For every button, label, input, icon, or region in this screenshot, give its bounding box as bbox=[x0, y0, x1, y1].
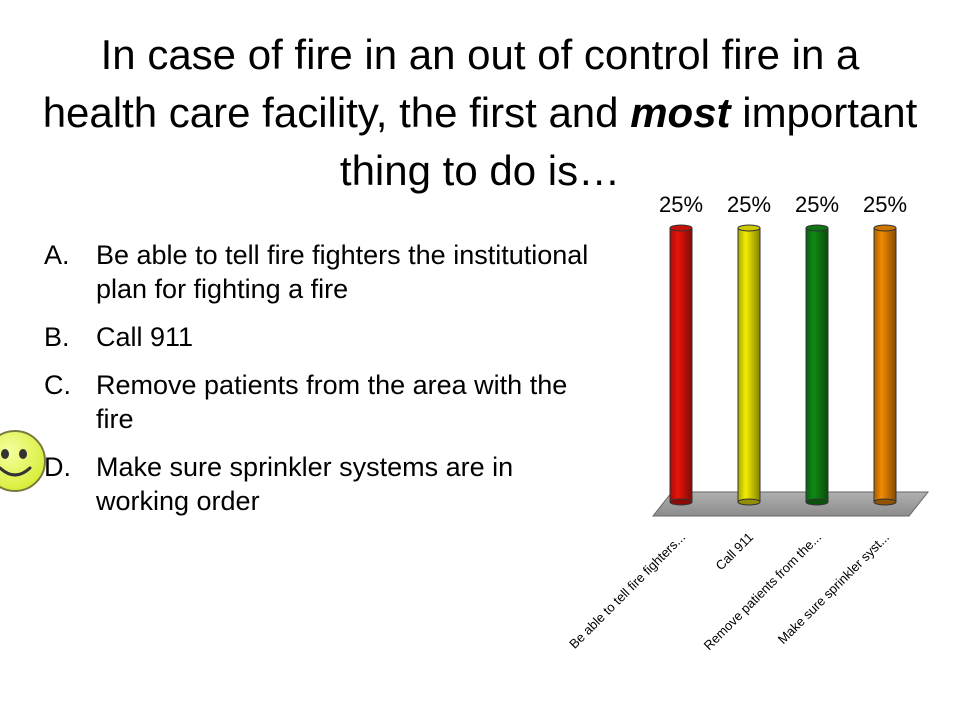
bar-value-label: 25% bbox=[727, 192, 771, 217]
answer-text: Remove patients from the area with the f… bbox=[96, 370, 568, 434]
answer-list: A. Be able to tell fire fighters the ins… bbox=[44, 238, 604, 532]
chart-bar bbox=[737, 224, 761, 506]
answer-letter: C. bbox=[44, 370, 71, 400]
title-text-start: In case of fire in an out of control fir… bbox=[42, 31, 860, 136]
chart-floor bbox=[651, 491, 930, 517]
bar-value-label: 25% bbox=[863, 192, 907, 217]
chart-bar bbox=[669, 224, 693, 506]
category-label: Be able to tell fire fighters... bbox=[566, 530, 688, 652]
answer-letter: A. bbox=[44, 240, 70, 270]
answer-text: Be able to tell fire fighters the instit… bbox=[96, 240, 589, 304]
bar-value-label: 25% bbox=[795, 192, 839, 217]
chart-bar bbox=[873, 224, 897, 506]
category-label: Call 911 bbox=[712, 530, 756, 574]
category-label: Make sure sprinkler syst... bbox=[775, 530, 892, 647]
answer-option-d[interactable]: D. Make sure sprinkler systems are in wo… bbox=[44, 450, 604, 518]
answer-option-c[interactable]: C. Remove patients from the area with th… bbox=[44, 368, 604, 436]
answer-letter: D. bbox=[44, 452, 71, 482]
answer-option-b[interactable]: B. Call 911 bbox=[44, 320, 604, 354]
bar-value-label: 25% bbox=[659, 192, 703, 217]
category-label: Remove patients from the... bbox=[701, 530, 825, 654]
title-emphasis: most bbox=[630, 89, 731, 136]
answer-letter: B. bbox=[44, 322, 70, 352]
answer-text: Call 911 bbox=[96, 322, 194, 352]
slide-title: In case of fire in an out of control fir… bbox=[40, 26, 920, 200]
title-text-end: important thing to do is… bbox=[339, 89, 918, 194]
answer-text: Make sure sprinkler systems are in worki… bbox=[96, 452, 514, 516]
chart-bar bbox=[805, 224, 829, 506]
smiley-face-icon bbox=[0, 430, 46, 492]
answer-option-a[interactable]: A. Be able to tell fire fighters the ins… bbox=[44, 238, 604, 306]
